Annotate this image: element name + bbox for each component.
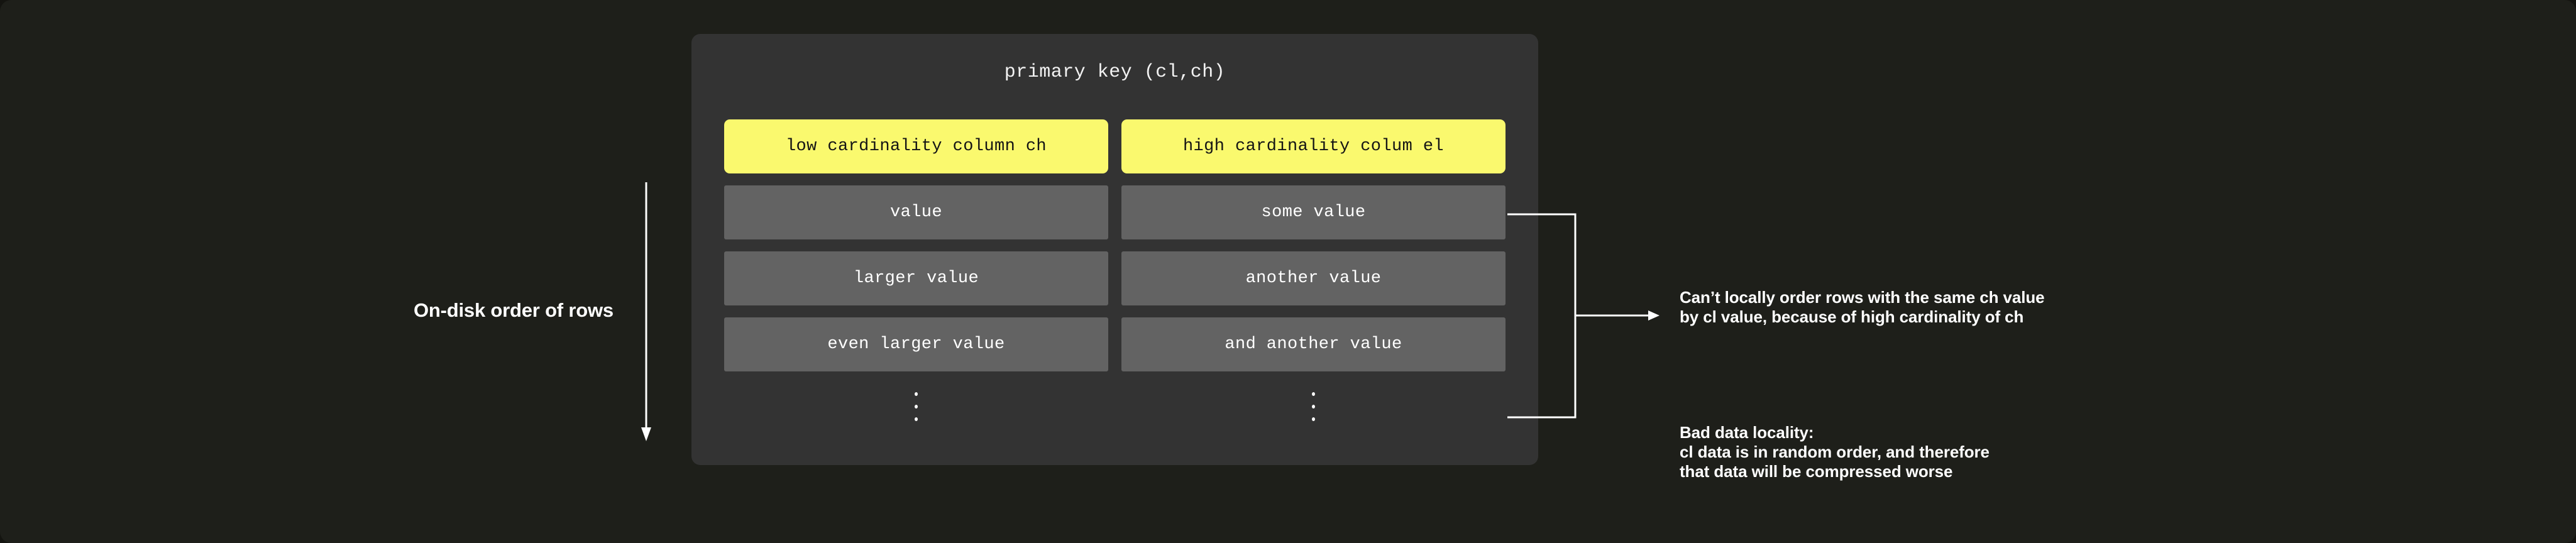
cell-ch-2: another value [1121,251,1505,305]
cell-cl-3: even larger value [724,317,1108,371]
primary-key-card: primary key (cl,ch) low cardinality colu… [691,34,1538,465]
dot [1312,392,1315,396]
cell-cl-2: larger value [724,251,1108,305]
right-bracket-icon [1502,204,1660,427]
dot [915,405,918,409]
note-bad-data-locality: Bad data locality: cl data is in random … [1680,423,1990,481]
column-grid: low cardinality column ch high cardinali… [724,119,1505,421]
vertical-ellipsis-icon [1121,392,1505,421]
on-disk-order-label: On-disk order of rows [414,299,614,321]
dot [915,392,918,396]
cell-ch-1: some value [1121,185,1505,239]
table-row: value some value [724,185,1505,239]
cell-ch-3: and another value [1121,317,1505,371]
column-headers-row: low cardinality column ch high cardinali… [724,119,1505,173]
cell-cl-1: value [724,185,1108,239]
arrow-down-icon [635,182,658,441]
column-header-low-cardinality[interactable]: low cardinality column ch [724,119,1108,173]
dot [1312,417,1315,421]
page-title: primary key (cl,ch) [1004,62,1226,83]
table-row: larger value another value [724,251,1505,305]
note-cannot-order: Can’t locally order rows with the same c… [1680,288,2045,326]
dot [1312,405,1315,409]
column-header-high-cardinality[interactable]: high cardinality colum el [1121,119,1505,173]
vertical-ellipsis-icon [724,392,1108,421]
dot [915,417,918,421]
continuation-row [724,392,1505,421]
table-row: even larger value and another value [724,317,1505,371]
